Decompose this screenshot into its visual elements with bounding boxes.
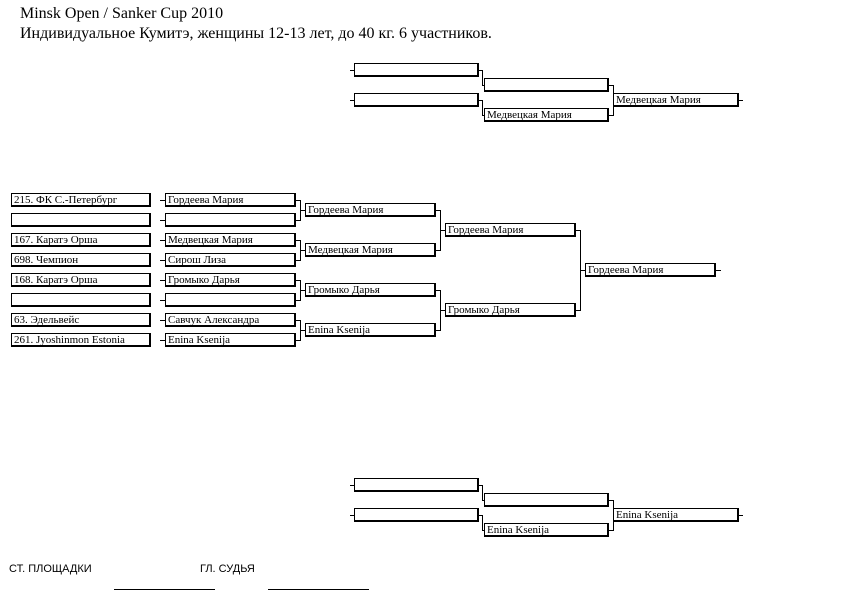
repechage-top-r1-slot-1 — [354, 63, 479, 77]
round2-slot-3: Громыко Дарья — [305, 283, 436, 297]
connector-line — [160, 200, 165, 201]
connector-line — [350, 485, 354, 486]
connector-line — [609, 500, 614, 501]
round1-slot-1: Гордеева Мария — [165, 193, 296, 207]
entrant-club-5: 168. Каратэ Орша — [11, 273, 151, 287]
repechage-bottom-r1-slot-2 — [354, 508, 479, 522]
connector-line — [482, 485, 483, 500]
connector-line — [160, 240, 165, 241]
connector-line — [296, 340, 301, 341]
round1-slot-6 — [165, 293, 296, 307]
round1-slot-8: Enina Ksenija — [165, 333, 296, 347]
entrant-club-2 — [11, 213, 151, 227]
round1-slot-4: Сирош Лиза — [165, 253, 296, 267]
connector-line — [609, 85, 614, 86]
connector-line — [576, 310, 581, 311]
connector-line — [296, 240, 301, 241]
connector-line — [160, 220, 165, 221]
page-subtitle: Индивидуальное Кумитэ, женщины 12-13 лет… — [20, 25, 492, 42]
page-title: Minsk Open / Sanker Cup 2010 — [20, 5, 224, 22]
connector-line — [739, 100, 743, 101]
connector-line — [482, 530, 484, 531]
round1-slot-7: Савчук Александра — [165, 313, 296, 327]
area-chief-signature-line — [114, 589, 215, 590]
entrant-club-1: 215. ФК С.-Петербург — [11, 193, 151, 207]
connector-line — [716, 270, 721, 271]
repechage-bottom-r2-slot-2: Enina Ksenija — [484, 523, 609, 537]
round1-slot-5: Громыко Дарья — [165, 273, 296, 287]
connector-line — [739, 515, 743, 516]
entrant-club-3: 167. Каратэ Орша — [11, 233, 151, 247]
connector-line — [160, 340, 165, 341]
semifinal-slot-1: Гордеева Мария — [445, 223, 576, 237]
area-chief-label: СТ. ПЛОЩАДКИ — [9, 563, 92, 575]
connector-line — [350, 515, 354, 516]
connector-line — [479, 70, 483, 71]
connector-line — [296, 220, 301, 221]
repechage-top-r1-slot-2 — [354, 93, 479, 107]
connector-line — [609, 530, 614, 531]
connector-line — [300, 290, 305, 291]
connector-line — [482, 115, 484, 116]
connector-line — [160, 280, 165, 281]
connector-line — [482, 85, 484, 86]
round1-slot-2 — [165, 213, 296, 227]
repechage-top-winner: Медвецкая Мария — [613, 93, 739, 107]
chief-judge-signature-line — [268, 589, 369, 590]
final-winner: Гордеева Мария — [585, 263, 716, 277]
connector-line — [580, 270, 585, 271]
connector-line — [479, 485, 483, 486]
connector-line — [479, 100, 483, 101]
connector-line — [160, 260, 165, 261]
connector-line — [436, 290, 441, 291]
connector-line — [300, 250, 305, 251]
repechage-top-r2-slot-1 — [484, 78, 609, 92]
connector-line — [482, 70, 483, 85]
connector-line — [350, 70, 354, 71]
connector-line — [436, 330, 441, 331]
connector-line — [350, 100, 354, 101]
connector-line — [160, 300, 165, 301]
repechage-top-r2-slot-2: Медвецкая Мария — [484, 108, 609, 122]
connector-line — [296, 320, 301, 321]
connector-line — [479, 515, 483, 516]
connector-line — [576, 230, 581, 231]
connector-line — [300, 210, 305, 211]
repechage-bottom-r1-slot-1 — [354, 478, 479, 492]
chief-judge-label: ГЛ. СУДЬЯ — [200, 563, 255, 575]
connector-line — [296, 260, 301, 261]
connector-line — [440, 310, 445, 311]
round2-slot-1: Гордеева Мария — [305, 203, 436, 217]
repechage-bottom-r2-slot-1 — [484, 493, 609, 507]
connector-line — [609, 115, 614, 116]
repechage-bottom-winner: Enina Ksenija — [613, 508, 739, 522]
connector-line — [300, 330, 305, 331]
connector-line — [436, 250, 441, 251]
connector-line — [296, 200, 301, 201]
entrant-club-8: 261. Jyoshinmon Estonia — [11, 333, 151, 347]
entrant-club-4: 698. Чемпион — [11, 253, 151, 267]
connector-line — [482, 500, 484, 501]
connector-line — [436, 210, 441, 211]
round2-slot-2: Медвецкая Мария — [305, 243, 436, 257]
round2-slot-4: Enina Ksenija — [305, 323, 436, 337]
connector-line — [296, 280, 301, 281]
round1-slot-3: Медвецкая Мария — [165, 233, 296, 247]
connector-line — [296, 300, 301, 301]
connector-line — [440, 230, 445, 231]
connector-line — [482, 515, 483, 530]
entrant-club-6 — [11, 293, 151, 307]
semifinal-slot-2: Громыко Дарья — [445, 303, 576, 317]
connector-line — [160, 320, 165, 321]
entrant-club-7: 63. Эдельвейс — [11, 313, 151, 327]
connector-line — [482, 100, 483, 115]
